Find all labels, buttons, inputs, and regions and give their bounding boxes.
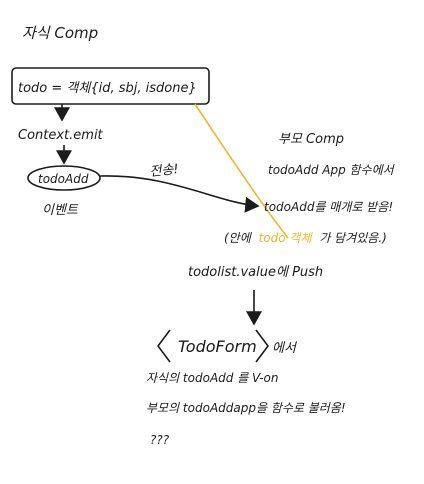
question-marks: ???: [150, 433, 170, 447]
note-line: (안에 todo 객체 가 담겨있음.): [224, 231, 387, 245]
parent-receive-line: todoAdd를 매개로 받음!: [264, 200, 393, 214]
todoform-suffix: 에서: [272, 341, 298, 356]
send-arrow: [99, 175, 260, 213]
todoadd-sub-label: 이벤트: [42, 203, 79, 218]
context-emit-label: Context.emit: [18, 128, 104, 143]
push-line: todolist.value에 Push: [188, 265, 323, 280]
todo-object-label: todo = 객체{id, sbj, isdone}: [18, 81, 197, 96]
note-highlight: todo 객체: [259, 231, 314, 245]
parent-comp-heading: 부모 Comp: [278, 132, 344, 147]
todoform-label: TodoForm: [178, 337, 257, 356]
todoadd-ellipse: [27, 165, 101, 191]
todo-object-box: [11, 67, 210, 105]
parent-call-line: 부모의 todoAddapp을 함수로 불러옴!: [146, 401, 346, 415]
note-open: (안에: [224, 231, 253, 245]
note-close: 가 담겨있음.): [319, 231, 387, 245]
todoadd-label: todoAdd: [38, 172, 89, 186]
parent-fn-line: todoAdd App 함수에서: [268, 163, 396, 177]
child-comp-heading: 자식 Comp: [22, 24, 98, 42]
highlight-arrow: [194, 103, 289, 239]
todoform-left-bracket: [157, 329, 171, 363]
send-label: 전송!: [149, 162, 180, 180]
todoform-right-bracket: [255, 329, 269, 363]
von-line: 자식의 todoAdd 를 V-on: [146, 371, 279, 385]
